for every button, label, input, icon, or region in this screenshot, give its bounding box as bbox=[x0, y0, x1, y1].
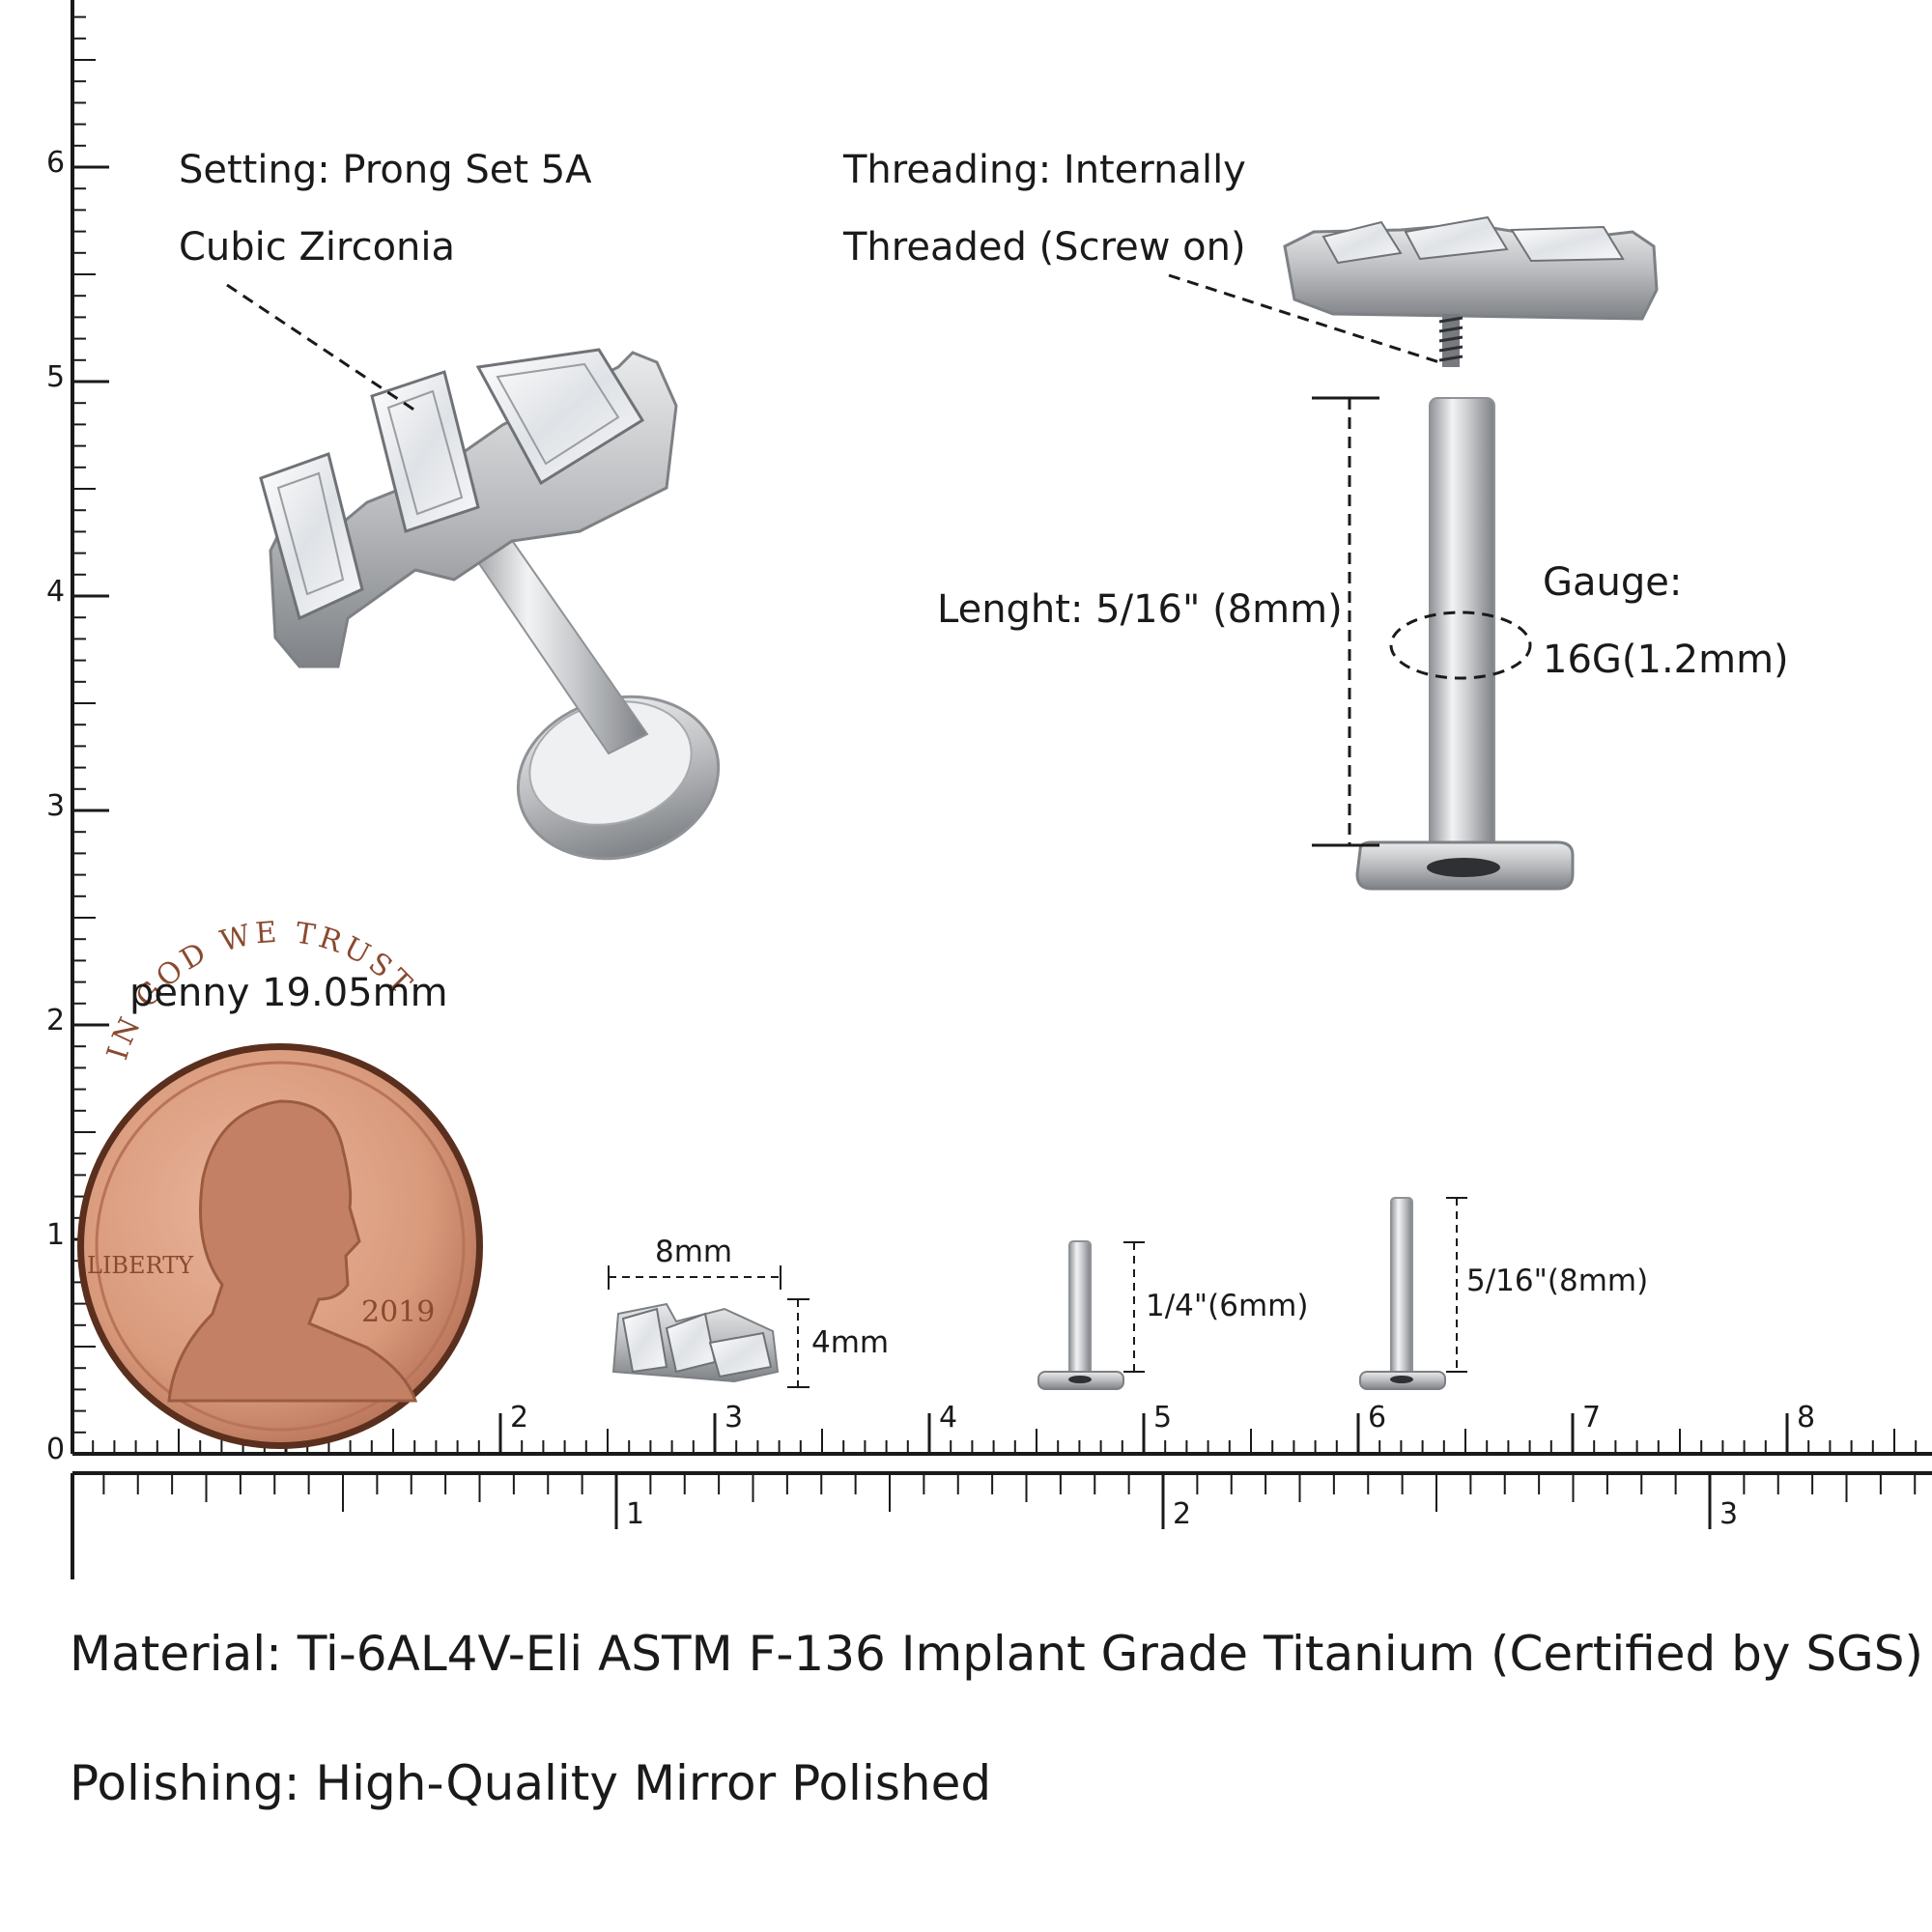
threading-type-label: Threaded (Screw on) bbox=[843, 225, 1246, 270]
top-height-label: 4mm bbox=[811, 1325, 890, 1360]
setting-material-label: Cubic Zirconia bbox=[179, 225, 456, 270]
gauge-value-label: 16G(1.2mm) bbox=[1543, 638, 1789, 682]
exploded-view-image bbox=[1168, 215, 1659, 891]
inch-ruler-label-2: 2 bbox=[1173, 1497, 1192, 1531]
threading-label: Threading: Internally bbox=[843, 148, 1246, 192]
vertical-ruler-label-1: 1 bbox=[46, 1218, 66, 1252]
cm-ruler-label-8: 8 bbox=[1797, 1401, 1816, 1435]
cm-ruler-label-6: 6 bbox=[1368, 1401, 1387, 1435]
cm-ruler-label-2: 2 bbox=[510, 1401, 529, 1435]
inch-ruler-label-3: 3 bbox=[1719, 1497, 1739, 1531]
cm-ruler-label-3: 3 bbox=[724, 1401, 744, 1435]
cm-ruler-label-4: 4 bbox=[939, 1401, 958, 1435]
baguette-gem-3 bbox=[475, 348, 645, 486]
mini-top-piece bbox=[608, 1265, 810, 1388]
baguette-gem-2 bbox=[370, 370, 480, 533]
vertical-ruler-label-6: 6 bbox=[46, 146, 66, 180]
cm-ruler-label-5: 5 bbox=[1153, 1401, 1173, 1435]
length-label: Lenght: 5/16" (8mm) bbox=[937, 587, 1343, 632]
cm-ruler-label-7: 7 bbox=[1582, 1401, 1602, 1435]
vertical-ruler-label-3: 3 bbox=[46, 789, 66, 823]
mini-post-long bbox=[1359, 1197, 1467, 1390]
horizontal-ruler-cm bbox=[72, 1413, 1932, 1456]
material-spec: Material: Ti-6AL4V-Eli ASTM F-136 Implan… bbox=[70, 1626, 1924, 1682]
long-post-length-label: 5/16"(8mm) bbox=[1466, 1264, 1649, 1298]
baguette-gem-1 bbox=[259, 452, 364, 621]
polishing-spec: Polishing: High-Quality Mirror Polished bbox=[70, 1755, 992, 1811]
coin-year: 2019 bbox=[361, 1295, 435, 1329]
coin-liberty: LIBERTY bbox=[87, 1252, 194, 1279]
vertical-ruler-label-0: 0 bbox=[46, 1433, 66, 1466]
mini-post-short bbox=[1037, 1240, 1145, 1390]
assembled-labret-image bbox=[226, 283, 721, 861]
vertical-ruler-label-4: 4 bbox=[46, 575, 66, 609]
gauge-label: Gauge: bbox=[1543, 560, 1683, 605]
setting-label: Setting: Prong Set 5A bbox=[179, 148, 592, 192]
inch-ruler-label-1: 1 bbox=[626, 1497, 645, 1531]
horizontal-ruler-inch bbox=[71, 1471, 1932, 1579]
vertical-ruler-label-2: 2 bbox=[46, 1004, 66, 1037]
vertical-ruler-label-5: 5 bbox=[46, 360, 66, 394]
top-width-label: 8mm bbox=[655, 1235, 733, 1269]
short-post-length-label: 1/4"(6mm) bbox=[1146, 1289, 1309, 1323]
penny-label: penny 19.05mm bbox=[129, 971, 448, 1015]
